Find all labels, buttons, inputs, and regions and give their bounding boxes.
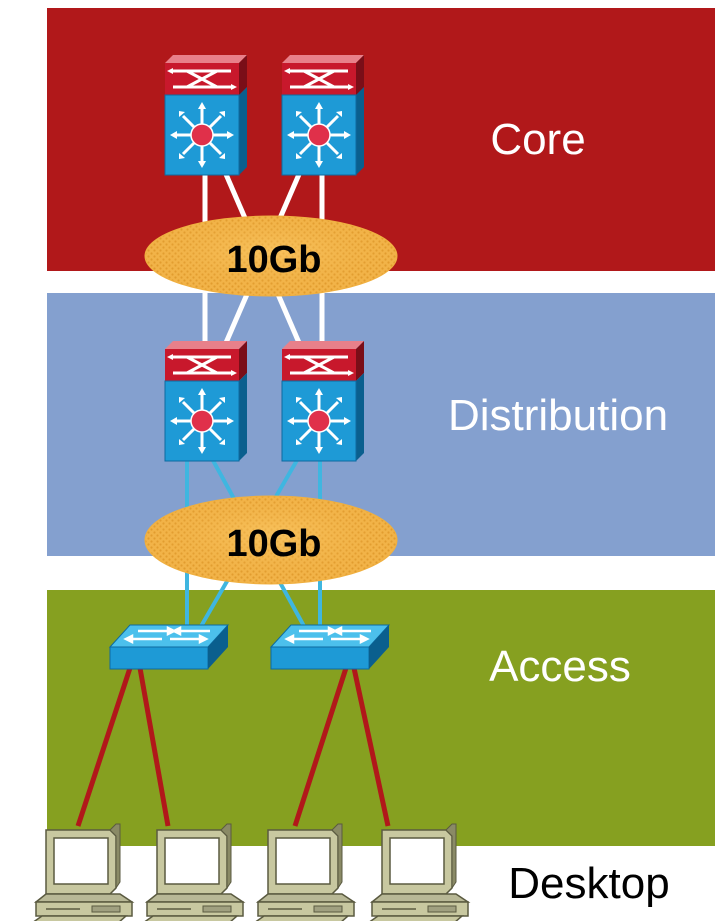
- desktop-cables: [75, 667, 391, 827]
- distribution-layer-band: [47, 293, 715, 556]
- core-layer-label: Core: [490, 115, 585, 164]
- core-layer-band: [47, 8, 715, 271]
- multilayer-switch-icon[interactable]: [280, 339, 366, 463]
- workstation-icon[interactable]: [21, 823, 133, 921]
- desktop-layer-label: Desktop: [508, 859, 669, 908]
- multilayer-switch-icon[interactable]: [163, 339, 249, 463]
- workgroup-switch-icon[interactable]: [108, 623, 230, 671]
- workgroup-switch-icon[interactable]: [269, 623, 391, 671]
- access-layer-label: Access: [489, 642, 631, 691]
- multilayer-switch-icon[interactable]: [280, 53, 366, 177]
- distribution-access-link-bundle: 10Gb: [144, 495, 398, 585]
- multilayer-switch-icon[interactable]: [163, 53, 249, 177]
- core-distribution-speed-label: 10Gb: [226, 239, 321, 281]
- core-distribution-link-bundle: 10Gb: [144, 215, 398, 297]
- distribution-layer-label: Distribution: [448, 391, 668, 440]
- distribution-access-speed-label: 10Gb: [226, 523, 321, 565]
